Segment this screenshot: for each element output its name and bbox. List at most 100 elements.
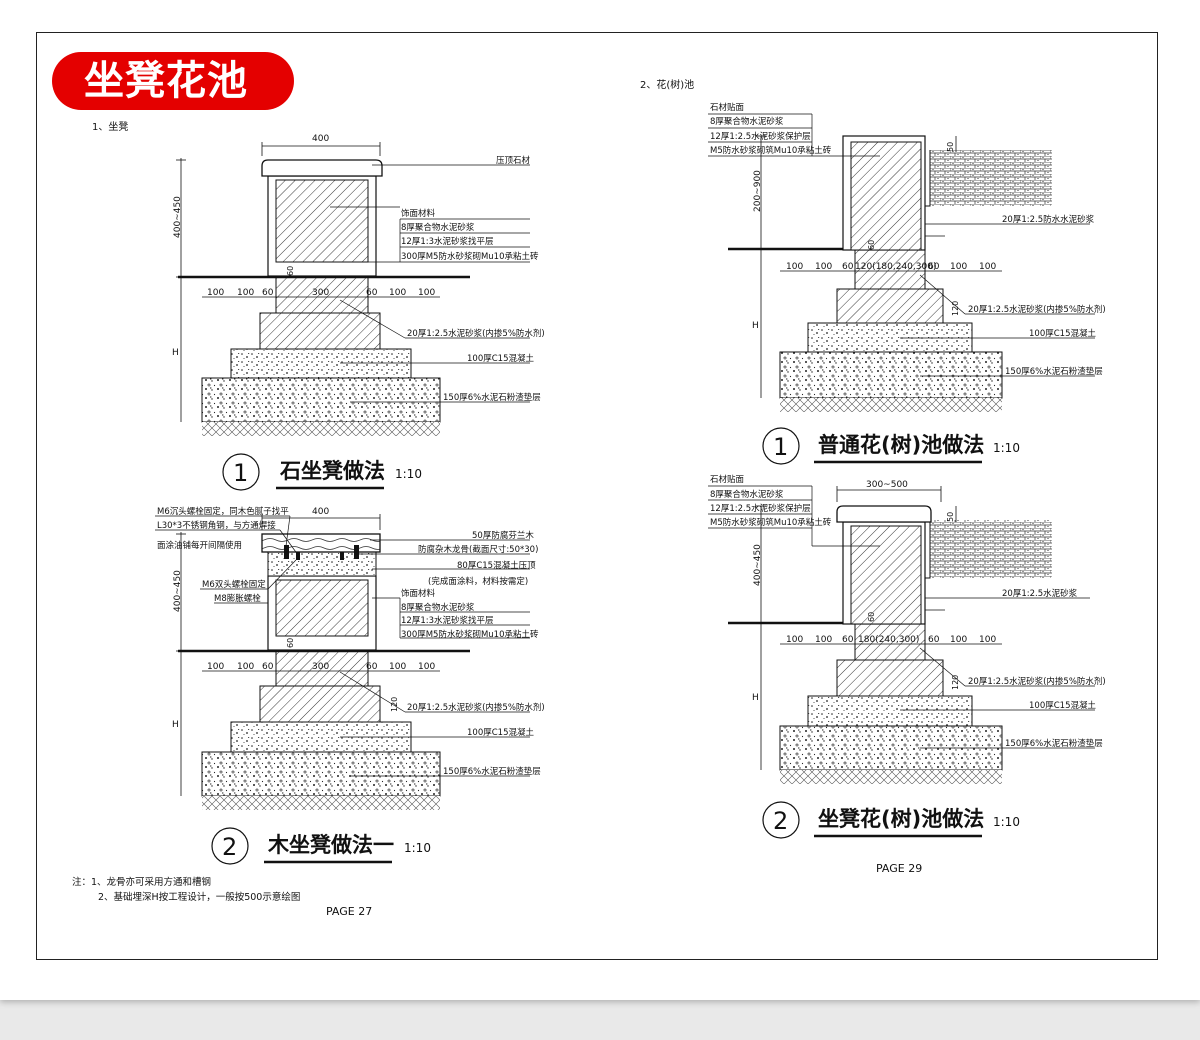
svg-text:2: 2 [222,833,237,861]
gravel-layer [201,751,441,797]
planting-soil [930,150,1052,206]
section-label-planter: 2、花(树)池 [640,78,694,91]
svg-text:M8膨胀螺栓: M8膨胀螺栓 [214,593,261,604]
svg-text:1: 1 [773,433,788,461]
svg-text:100: 100 [979,262,996,272]
svg-text:8厚聚合物水泥砂浆: 8厚聚合物水泥砂浆 [401,602,475,613]
section-label-bench: 1、坐凳 [92,121,128,133]
svg-text:60: 60 [928,635,940,645]
svg-text:100: 100 [389,288,406,298]
svg-text:100: 100 [815,262,832,272]
svg-text:120: 120 [951,301,960,316]
drawing-frame [36,32,1158,960]
svg-text:M6沉头螺栓固定，同木色腻子找平: M6沉头螺栓固定，同木色腻子找平 [157,506,289,517]
wood-top [261,533,381,553]
svg-text:60: 60 [262,288,274,298]
note-2: 2、基础埋深H按工程设计，一般按500示意绘图 [98,891,300,903]
planter-1-callouts: 石材贴面 8厚聚合物水泥砂浆 12厚1:2.5水泥砂浆保护层 M5防水砂浆砌筑M… [710,102,1106,377]
dims-row: 100 100 60 120(180,240,300) 60 100 100 [786,262,996,272]
planter-2-callouts: 石材贴面 8厚聚合物水泥砂浆 12厚1:2.5水泥砂浆保护层 M5防水砂浆砌筑M… [710,474,1106,749]
svg-text:100: 100 [979,635,996,645]
svg-text:100: 100 [237,288,254,298]
svg-text:50: 50 [946,512,955,522]
bench-core [275,179,369,263]
svg-text:120: 120 [390,697,399,712]
footing-block [836,288,944,324]
svg-text:150厚6%水泥石粉渣垫层: 150厚6%水泥石粉渣垫层 [443,392,541,403]
svg-text:400~450: 400~450 [173,570,183,612]
svg-text:60: 60 [928,262,940,272]
footing-block [836,659,944,697]
svg-text:100: 100 [786,262,803,272]
concrete-layer [807,695,973,727]
svg-text:200~900: 200~900 [753,170,763,212]
dims-row: 100 100 60 180(240,300) 60 100 100 [786,635,996,645]
svg-text:(完成面涂料，材料按需定): (完成面涂料，材料按需定) [428,576,528,587]
svg-text:60: 60 [286,638,295,648]
svg-text:60: 60 [867,240,876,250]
svg-text:60: 60 [842,262,854,272]
svg-text:1:10: 1:10 [993,815,1020,829]
svg-text:20厚1:2.5水泥砂浆(内掺5%防水剂): 20厚1:2.5水泥砂浆(内掺5%防水剂) [968,304,1106,315]
planter-1-detail: 200~900 H 50 100 100 60 120(180,240,300)… [708,102,1106,465]
svg-text:120: 120 [951,675,960,690]
svg-text:60: 60 [262,662,274,672]
detail-title: 普通花(树)池做法 [818,433,984,457]
detail-number-circle [211,827,249,865]
svg-text:150厚6%水泥石粉渣垫层: 150厚6%水泥石粉渣垫层 [1005,738,1103,749]
page-number-left: PAGE 27 [326,905,372,918]
detail-number-circle [222,453,260,491]
detail-title: 木坐凳做法一 [267,833,394,857]
svg-text:150厚6%水泥石粉渣垫层: 150厚6%水泥石粉渣垫层 [1005,366,1103,377]
svg-text:20厚1:2.5水泥砂浆(内掺5%防水剂): 20厚1:2.5水泥砂浆(内掺5%防水剂) [407,702,545,713]
svg-text:100厚C15混凝土: 100厚C15混凝土 [1029,328,1096,339]
cap-stone [261,159,383,177]
svg-text:20厚1:2.5水泥砂浆(内掺5%防水剂): 20厚1:2.5水泥砂浆(内掺5%防水剂) [968,676,1106,687]
svg-text:面涂油铺每开间隔使用: 面涂油铺每开间隔使用 [157,540,242,551]
svg-text:100: 100 [950,635,967,645]
svg-text:60: 60 [867,612,876,622]
stone-bench-detail: 400 400~450 H 100 100 60 300 60 100 100 … [172,134,545,491]
svg-text:L30*3不锈钢角钢，与方通焊接: L30*3不锈钢角钢，与方通焊接 [157,520,276,531]
svg-text:12厚1:3水泥砂浆找平层: 12厚1:3水泥砂浆找平层 [401,236,494,247]
svg-text:防腐杂木龙骨(截面尺寸:50*30): 防腐杂木龙骨(截面尺寸:50*30) [418,544,538,555]
wood-bench-left-callouts: M6沉头螺栓固定，同木色腻子找平 L30*3不锈钢角钢，与方通焊接 面涂油铺每开… [157,506,289,604]
svg-text:300~500: 300~500 [866,480,908,490]
dims-row: 100 100 60 300 60 100 100 [207,662,435,672]
bolts [284,545,359,560]
svg-text:100: 100 [786,635,803,645]
svg-text:300: 300 [312,288,329,298]
svg-text:20厚1:2.5水泥砂浆(内掺5%防水剂): 20厚1:2.5水泥砂浆(内掺5%防水剂) [407,328,545,339]
svg-text:100: 100 [418,662,435,672]
svg-text:100: 100 [207,288,224,298]
planter-wall-core [850,141,922,251]
banner-title: 坐凳花池 [52,52,294,110]
svg-text:M6双头螺栓固定: M6双头螺栓固定 [202,579,266,590]
bench-core [275,579,369,637]
earth-hatch [202,422,440,436]
svg-text:1:10: 1:10 [993,441,1020,455]
detail-number: 1 [233,459,248,487]
dim-400: 400 [312,134,329,144]
svg-text:8厚聚合物水泥砂浆: 8厚聚合物水泥砂浆 [401,222,475,233]
svg-text:压顶石材: 压顶石材 [496,155,531,166]
svg-text:100厚C15混凝土: 100厚C15混凝土 [467,727,534,738]
footing-block [259,312,381,350]
svg-text:饰面材料: 饰面材料 [401,208,436,219]
svg-text:100: 100 [950,262,967,272]
svg-text:石材贴面: 石材贴面 [710,474,745,485]
wood-bench-detail: 400 400~450 H 100 100 60 300 60 100 100 … [155,506,545,865]
svg-text:20厚1:2.5水泥砂浆: 20厚1:2.5水泥砂浆 [1002,588,1078,599]
svg-text:8厚聚合物水泥砂浆: 8厚聚合物水泥砂浆 [710,116,784,127]
svg-text:100: 100 [389,662,406,672]
svg-text:400~450: 400~450 [753,544,763,586]
cap-stone [836,505,932,523]
svg-text:1:10: 1:10 [404,841,431,855]
svg-text:20厚1:2.5防水水泥砂浆: 20厚1:2.5防水水泥砂浆 [1002,214,1095,225]
svg-text:60: 60 [286,266,295,276]
svg-text:80厚C15混凝土压顶: 80厚C15混凝土压顶 [457,560,536,571]
concrete-layer [230,348,412,379]
stone-bench-callouts: 压顶石材 饰面材料 8厚聚合物水泥砂浆 12厚1:3水泥砂浆找平层 300厚M5… [401,155,545,403]
svg-text:H: H [752,321,759,331]
svg-text:100: 100 [418,288,435,298]
